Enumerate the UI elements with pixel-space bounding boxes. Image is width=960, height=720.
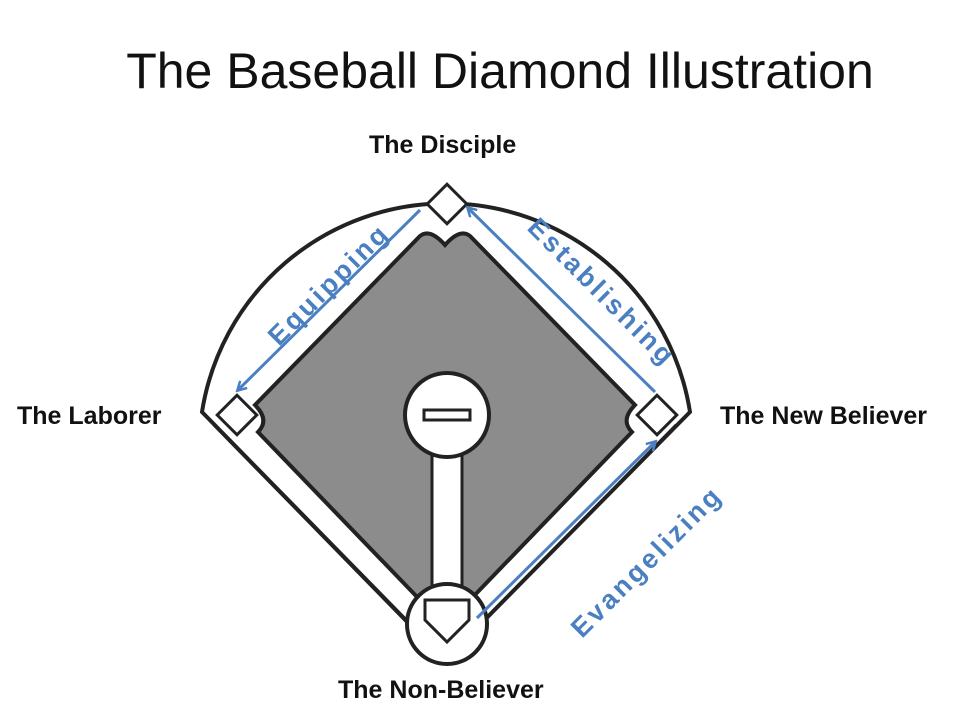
arrow-evangelizing <box>475 442 655 620</box>
label-the-laborer: The Laborer <box>17 402 162 430</box>
foul-line-left <box>212 423 434 650</box>
label-the-disciple: The Disciple <box>369 131 517 159</box>
foul-line-right <box>456 423 678 650</box>
pitchers-rubber <box>422 408 472 422</box>
arrow-equipping <box>238 208 422 390</box>
page-title: The Baseball Diamond Illustration <box>126 43 874 99</box>
first-base <box>635 393 679 437</box>
third-base <box>215 393 259 437</box>
home-plate <box>423 598 471 645</box>
arrow-establishing <box>468 208 657 394</box>
label-the-non-believer: The Non-Believer <box>338 676 544 704</box>
second-base <box>425 182 469 226</box>
label-the-new-believer: The New Believer <box>720 402 928 430</box>
